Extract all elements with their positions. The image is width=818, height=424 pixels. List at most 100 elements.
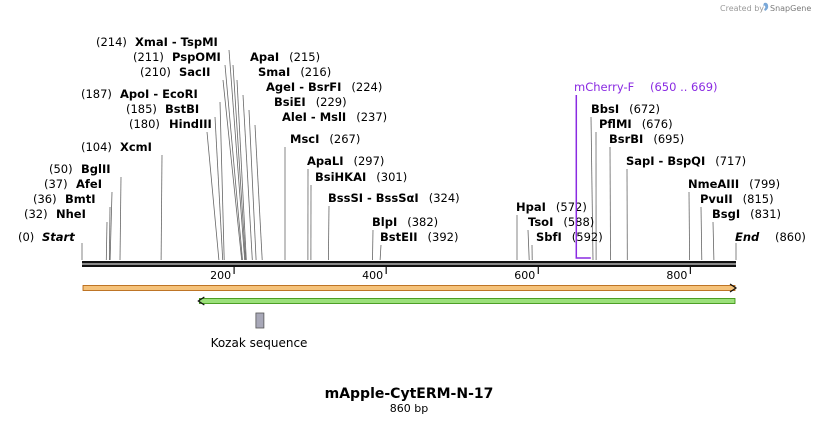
credit-text: Created by (720, 4, 764, 13)
site-smai[interactable]: SmaI(216) (258, 65, 331, 79)
site-name: XmaI - TspMI (135, 35, 218, 49)
cut-line-bsgi (712, 221, 715, 261)
site-pos-label: (831) (750, 207, 781, 221)
site-pos-label: (224) (351, 80, 382, 94)
site-pos-label: (215) (289, 50, 320, 64)
cut-line-apai (232, 64, 246, 261)
cut-line-smai (236, 79, 247, 261)
feature-bar (198, 298, 736, 304)
site-nhei[interactable]: (32)NheI (24, 207, 86, 221)
construct-title: mApple-CytERM-N-17 (325, 386, 494, 402)
site-alei[interactable]: AleI - MslI(237) (282, 110, 387, 124)
primer-range: (650 .. 669) (650, 80, 718, 94)
site-hindiii[interactable]: (180)HindIII (129, 117, 212, 131)
site-name: XcmI (120, 140, 152, 154)
kozak-box[interactable] (255, 312, 265, 329)
backbone-top-strand (82, 261, 736, 264)
site-bbsi[interactable]: BbsI(672) (591, 102, 660, 116)
site-bsiei[interactable]: BsiEI(229) (274, 95, 347, 109)
site-name: SmaI (258, 65, 290, 79)
site-pos-label: (592) (572, 230, 603, 244)
feature-orf-reverse[interactable] (197, 296, 736, 306)
site-name: PspOMI (172, 50, 221, 64)
site-pvuii[interactable]: PvuII (815) (700, 192, 774, 206)
cut-line-xcmi (160, 154, 163, 261)
sequence-backbone (82, 261, 736, 267)
site-pos-label: (695) (653, 132, 684, 146)
site-name: BsiHKAI (315, 170, 366, 184)
site-name: BstEII (380, 230, 418, 244)
site-pos-label: (185) (126, 102, 157, 116)
site-name: PflMI (599, 117, 632, 131)
site-name: PvuII (700, 192, 733, 206)
site-pflmi[interactable]: PflMI(676) (599, 117, 673, 131)
site-sacii[interactable]: (210)SacII (140, 65, 210, 79)
site-name: NmeAIII (688, 177, 739, 191)
cut-line-bsrbi (609, 146, 611, 261)
kozak-feature[interactable]: Kozak sequence (211, 312, 308, 350)
site-pspomi[interactable]: (211)PspOMI (133, 50, 221, 64)
primer-mcherry-f[interactable]: mCherry-F (650 .. 669) (574, 80, 718, 259)
site-bsssi[interactable]: BssSI - BssSαI(324) (328, 191, 460, 205)
site-name: SapI - BspQI (626, 154, 705, 168)
cut-line-xmai (228, 49, 246, 261)
site-pos-label: (324) (429, 191, 460, 205)
feature-arrowhead (729, 283, 738, 293)
cut-site-labels: (214) XmaI - TspMI(211)PspOMI(210)SacII (1… (24, 35, 781, 244)
primer-bracket (575, 95, 591, 259)
site-bsihkai[interactable]: BsiHKAI(301) (315, 170, 407, 184)
site-name: BstBI (165, 102, 199, 116)
end-label: End (735, 230, 760, 244)
site-name: HindIII (169, 117, 212, 131)
cut-line-bmti (109, 206, 111, 261)
site-name: BsrBI (609, 132, 643, 146)
site-pos-label: (297) (354, 154, 385, 168)
start-pos-label: (0) (18, 230, 34, 244)
cut-line-bsteii (379, 244, 382, 261)
site-pos-label: (187) (81, 87, 112, 101)
site-pos-label: (815) (743, 192, 774, 206)
feature-bar (82, 285, 736, 291)
site-name: AfeI (76, 177, 102, 191)
site-sbfi[interactable]: SbfI (592) (536, 230, 603, 244)
site-apoi[interactable]: (187)ApoI - EcoRI (81, 87, 198, 101)
site-bsteii[interactable]: BstEII(392) (380, 230, 458, 244)
site-xcmi[interactable]: (104)XcmI (81, 140, 152, 154)
site-name: ApaLI (307, 154, 344, 168)
start-marker: (0) Start (18, 230, 75, 244)
site-hpai[interactable]: HpaI(572) (516, 200, 587, 214)
site-bmti[interactable]: (36)BmtI (33, 192, 96, 206)
cut-line-apoi (219, 101, 225, 261)
site-sapi[interactable]: SapI - BspQI(717) (626, 154, 746, 168)
site-name: SbfI (536, 230, 562, 244)
site-nmeaiii[interactable]: NmeAIII(799) (688, 177, 780, 191)
cut-line-nhei (105, 221, 108, 261)
site-pos-label: (36) (33, 192, 57, 206)
cut-line-hindiii (206, 131, 220, 261)
site-afei[interactable]: (37)AfeI (44, 177, 102, 191)
site-msci[interactable]: MscI(267) (290, 132, 360, 146)
site-bsrbi[interactable]: BsrBI (695) (609, 132, 684, 146)
feature-orf-forward[interactable] (82, 283, 738, 293)
site-blpi[interactable]: BlpI(382) (372, 215, 438, 229)
site-pos-label: (267) (329, 132, 360, 146)
site-apai[interactable]: ApaI(215) (250, 50, 320, 64)
site-bsgi[interactable]: BsgI(831) (712, 207, 781, 221)
site-bstbi[interactable]: (185) BstBI (126, 102, 199, 116)
site-pos-label: (572) (556, 200, 587, 214)
cut-line-bsssi (328, 205, 330, 261)
site-name: SacII (179, 65, 210, 79)
site-name: BsiEI (274, 95, 306, 109)
cut-line-pspomi (224, 64, 243, 261)
tick-label: 600 (514, 269, 535, 282)
site-apali[interactable]: ApaLI (297) (307, 154, 384, 168)
site-pos-label: (588) (563, 215, 594, 229)
snapgene-credit: Created by SnapGene (720, 2, 811, 13)
site-tsoi[interactable]: TsoI(588) (528, 215, 594, 229)
site-pos-label: (214) (96, 35, 127, 49)
primer-name: mCherry-F (574, 80, 634, 94)
site-xmai[interactable]: (214) XmaI - TspMI (96, 35, 218, 49)
site-agei[interactable]: AgeI - BsrFI(224) (266, 80, 382, 94)
site-bglii[interactable]: (50)BglII (49, 162, 111, 176)
